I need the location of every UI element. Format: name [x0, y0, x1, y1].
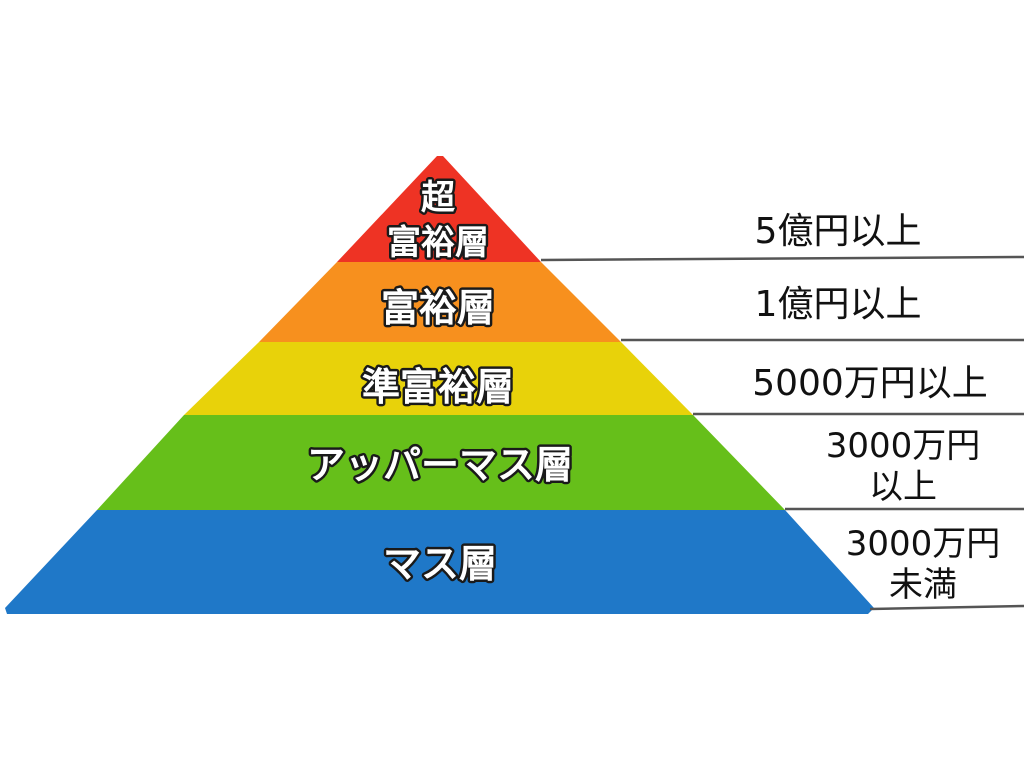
divider-line — [540, 255, 1024, 262]
tier-wealthy-band — [259, 262, 621, 342]
tier-mass-band — [5, 510, 874, 614]
threshold-mass-line2: 未満 — [889, 565, 957, 605]
tier-semi-wealthy: 準富裕層 — [184, 342, 693, 415]
tier-wealthy-label: 富裕層 — [381, 286, 495, 330]
tier-ultra-wealthy-label-line1: 超 — [421, 178, 456, 218]
tier-semi-wealthy-label: 準富裕層 — [362, 365, 514, 409]
tier-mass-label: マス層 — [383, 542, 497, 586]
threshold-upper-mass-line1: 3000万円 — [826, 426, 981, 466]
threshold-wealthy: 1億円以上 — [755, 284, 922, 325]
threshold-mass-line1: 3000万円 — [846, 524, 1001, 564]
tier-mass: マス層 — [5, 510, 874, 614]
tier-semi-wealthy-band — [184, 342, 693, 415]
tier-upper-mass-label: アッパーマス層 — [307, 443, 573, 487]
divider-line — [869, 604, 1024, 611]
tier-ultra-wealthy: 超 富裕層 — [337, 156, 541, 266]
threshold-upper-mass-line2: 以上 — [869, 467, 937, 507]
threshold-semi-wealthy: 5000万円以上 — [752, 363, 988, 404]
tier-wealthy: 富裕層 — [259, 262, 621, 342]
tier-upper-mass: アッパーマス層 — [97, 415, 785, 510]
threshold-ultra-wealthy: 5億円以上 — [755, 211, 922, 252]
tier-ultra-wealthy-band — [337, 156, 541, 262]
tier-ultra-wealthy-label-line2: 富裕層 — [387, 223, 489, 263]
tier-upper-mass-band — [97, 415, 785, 510]
